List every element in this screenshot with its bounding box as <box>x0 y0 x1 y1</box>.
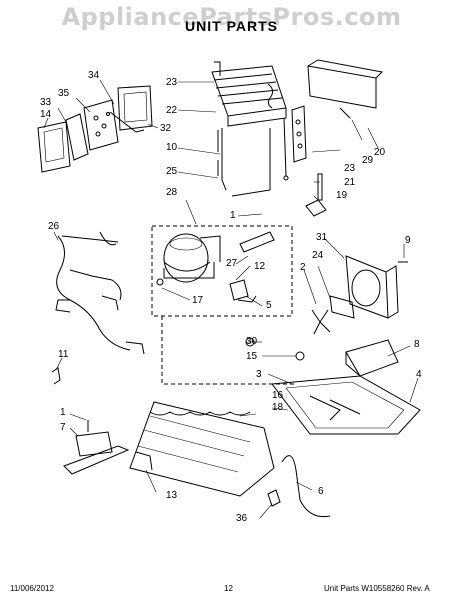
callout-1-upper: 1 <box>230 210 236 221</box>
callout-4: 4 <box>416 369 422 380</box>
callout-9: 9 <box>405 235 411 246</box>
callout-25: 25 <box>166 166 178 177</box>
callout-34: 34 <box>88 70 100 81</box>
part-drain-tube <box>267 455 331 518</box>
callout-33: 33 <box>40 97 52 108</box>
part-shroud-bracket <box>291 105 307 163</box>
callout-28: 28 <box>166 187 178 198</box>
footer-date: 11/006/2012 <box>10 584 54 593</box>
part-clip <box>51 367 61 385</box>
callout-23-upper: 23 <box>166 77 178 88</box>
callout-30: 30 <box>246 336 258 347</box>
part-condenser-bracket <box>307 59 384 119</box>
callout-17: 17 <box>192 295 204 306</box>
watermark: AppliancePartsPros.com <box>61 3 402 31</box>
callout-8: 8 <box>414 339 420 350</box>
part-control-bracket <box>65 99 119 161</box>
callout-27: 27 <box>226 258 238 269</box>
callout-12: 12 <box>254 261 266 272</box>
part-control-housing <box>109 85 153 133</box>
part-relay <box>229 279 257 303</box>
part-drier <box>305 173 327 217</box>
callout-2: 2 <box>300 262 306 273</box>
callout-31: 31 <box>316 232 328 243</box>
callout-14: 14 <box>40 109 52 120</box>
callout-10: 10 <box>166 142 178 153</box>
callout-24: 24 <box>312 250 324 261</box>
callout-26: 26 <box>48 221 60 232</box>
part-compressor <box>156 233 221 286</box>
footer-part-number: Unit Parts W10558260 Rev. A <box>324 584 430 593</box>
part-wiring-harness <box>55 231 145 355</box>
callout-21: 21 <box>344 177 356 188</box>
leader-lines <box>43 79 419 519</box>
part-cover-plate <box>37 121 71 173</box>
part-grommet <box>295 351 305 361</box>
part-evaporator <box>129 401 275 497</box>
callout-16: 16 <box>272 390 284 401</box>
callout-1-lower: 1 <box>60 407 66 418</box>
part-fan-shroud <box>311 255 399 335</box>
callout-36: 36 <box>236 513 248 524</box>
callout-35: 35 <box>58 88 70 99</box>
callout-13: 13 <box>166 490 178 501</box>
callout-20: 20 <box>374 147 386 158</box>
callout-18: 18 <box>272 402 284 413</box>
callout-7: 7 <box>60 422 66 433</box>
callout-11: 11 <box>58 349 69 360</box>
part-drier-tube <box>239 231 275 253</box>
part-mount-bracket <box>345 339 399 377</box>
callout-6: 6 <box>318 486 324 497</box>
callout-19: 19 <box>336 190 348 201</box>
compressor-group-box <box>151 225 296 385</box>
callout-29: 29 <box>362 155 374 166</box>
callout-32: 32 <box>160 123 172 134</box>
part-condenser <box>211 61 289 197</box>
callout-22: 22 <box>166 105 178 116</box>
callout-15: 15 <box>246 351 258 362</box>
part-evap-bracket <box>135 451 153 471</box>
callout-3: 3 <box>256 369 262 380</box>
page-title: UNIT PARTS <box>185 18 278 34</box>
callout-5: 5 <box>266 300 272 311</box>
part-base-tray <box>271 375 421 435</box>
part-terminal-block <box>63 420 130 475</box>
footer-page-number: 12 <box>224 584 233 593</box>
callout-23-lower: 23 <box>344 163 356 174</box>
